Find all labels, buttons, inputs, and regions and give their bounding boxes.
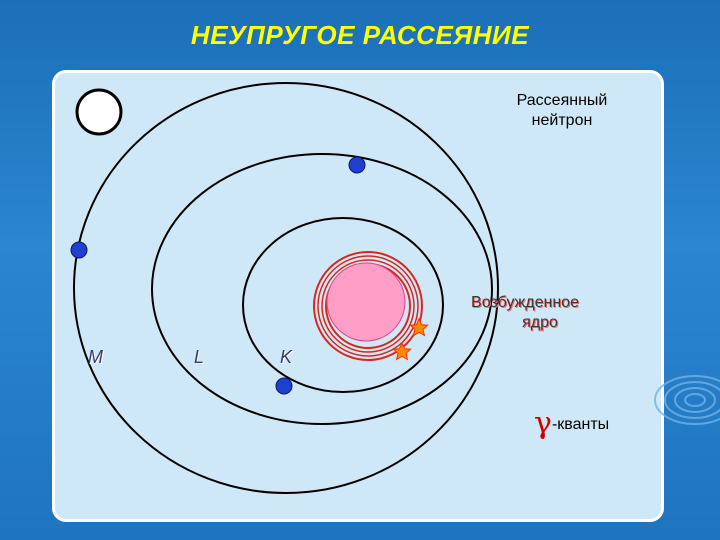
gamma-symbol: γ [534,406,552,441]
electron-icon [70,241,88,259]
shell-label-l: L [194,347,205,367]
orbit-m [73,82,499,494]
orbit-k [242,217,444,393]
scattered-neutron-label: Рассеянный нейтрон [492,91,632,131]
orbit-l [151,153,493,425]
slide-title: НЕУПРУГОЕ РАССЕЯНИЕ [190,20,530,50]
swirl-decoration-icon [654,375,720,425]
gamma-star-icon [392,341,412,361]
scattered-neutron-label-line1: Рассеянный [516,92,608,109]
excited-nucleus-label: Возбужденное ядро [440,293,610,333]
gamma-quanta-label: γ-кванты [534,406,609,441]
electron-icon [348,156,366,174]
shell-label-m: M [88,347,103,367]
scattered-neutron-label-line2: нейтрон [531,112,593,129]
excited-nucleus-label-line1: Возбужденное [471,294,579,311]
shell-label-k: K [280,347,293,367]
gamma-star-icon [409,317,429,337]
excited-nucleus-label-line2: ядро [522,314,558,331]
electron-icon [275,377,293,395]
gamma-text: -кванты [551,416,610,433]
neutron-icon [75,88,123,136]
nucleus-core [326,262,406,342]
